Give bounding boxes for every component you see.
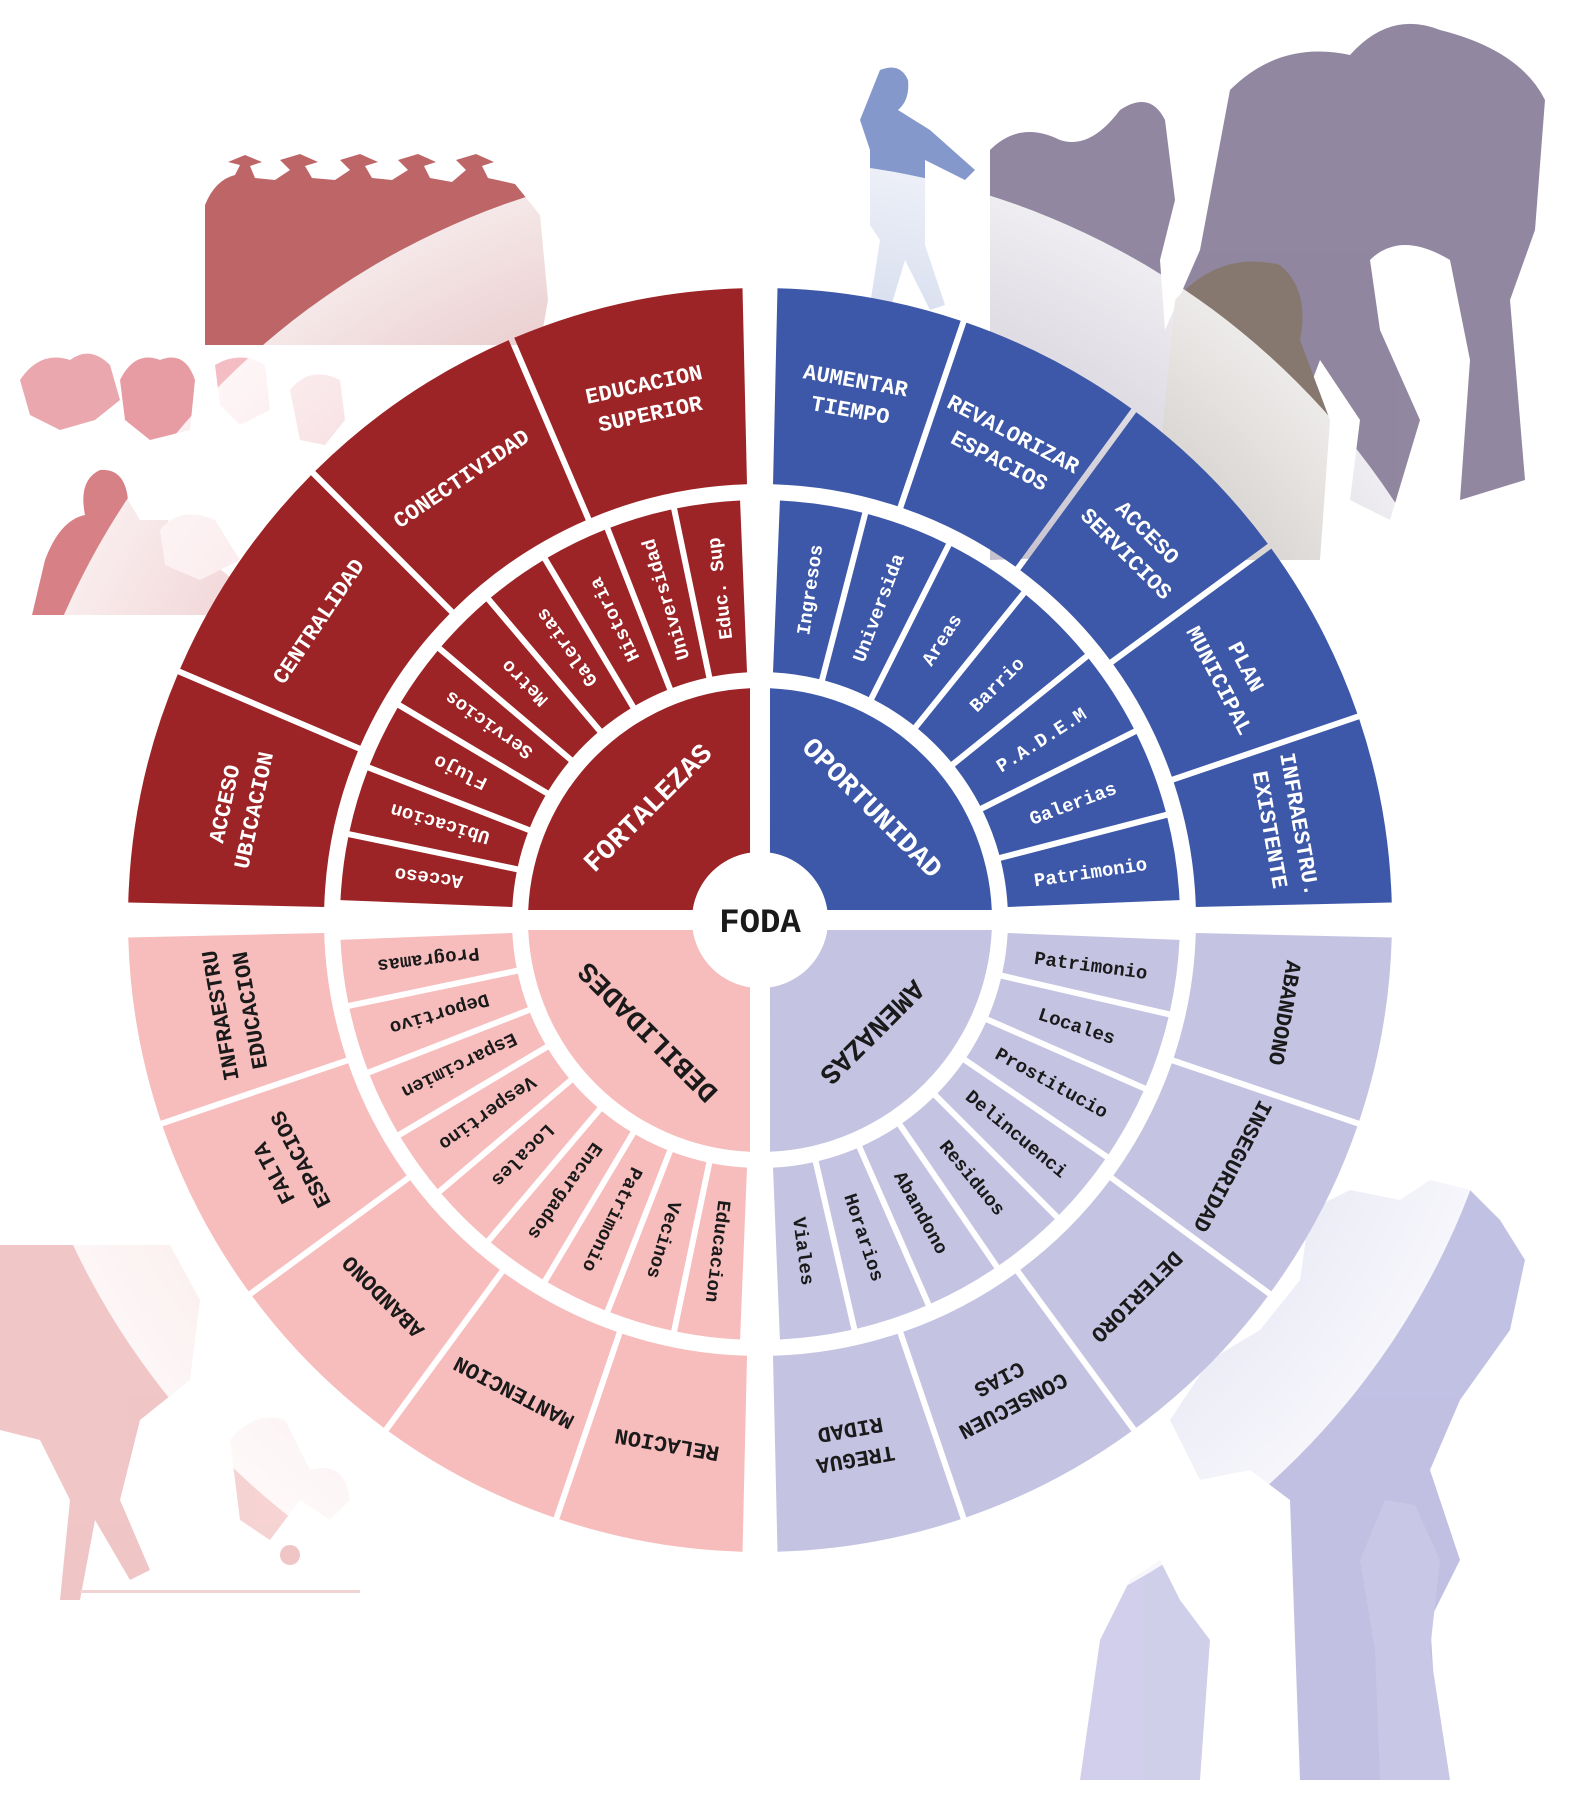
middle-segment[interactable] (441, 601, 598, 758)
outer-segment[interactable] (388, 1273, 617, 1518)
quadrant-amenazas: AMENAZASPatrimonioLocalesProstitucioDeli… (769, 929, 1392, 1552)
middle-segment[interactable] (369, 707, 546, 828)
middle-segment[interactable] (874, 546, 1022, 726)
middle-segment[interactable] (966, 1022, 1144, 1155)
middle-segment[interactable] (982, 733, 1166, 855)
middle-segment[interactable] (988, 978, 1169, 1086)
quadrant-debilidades: DEBILIDADESEducacionVecinosPatrimonioEnc… (128, 929, 751, 1552)
foda-wheel: FORTALEZASAccesoUbicacionFlujoServiciosM… (128, 288, 1392, 1552)
middle-segment[interactable] (954, 658, 1134, 806)
middle-segment[interactable] (862, 1126, 995, 1304)
middle-segment[interactable] (400, 1049, 569, 1190)
middle-segment[interactable] (400, 650, 569, 791)
middle-segment[interactable] (825, 514, 947, 698)
outer-segment[interactable] (1173, 719, 1392, 908)
outer-segment[interactable] (252, 1180, 500, 1428)
middle-segment[interactable] (349, 770, 528, 867)
middle-segment[interactable] (937, 1062, 1106, 1215)
outer-segment[interactable] (903, 322, 1132, 567)
middle-segment[interactable] (1000, 817, 1180, 908)
outer-segment[interactable] (1113, 1063, 1358, 1292)
outer-segment[interactable] (128, 674, 358, 908)
outer-segment[interactable] (1173, 932, 1392, 1121)
middle-segment[interactable] (610, 509, 707, 688)
middle-segment[interactable] (441, 1082, 598, 1239)
outer-segment[interactable] (128, 932, 347, 1121)
core-segment-oportunidades[interactable] (769, 688, 992, 911)
core-segment-debilidades[interactable] (528, 929, 751, 1152)
middle-segment[interactable] (772, 1162, 852, 1340)
middle-segment[interactable] (340, 837, 517, 908)
middle-segment[interactable] (818, 1148, 926, 1329)
middle-segment[interactable] (772, 500, 863, 680)
outer-segment[interactable] (772, 288, 961, 507)
middle-segment[interactable] (902, 1097, 1055, 1266)
center-disk (692, 852, 828, 988)
middle-segment[interactable] (918, 595, 1085, 762)
middle-segment[interactable] (369, 1012, 546, 1133)
middle-segment[interactable] (547, 529, 668, 706)
outer-segment[interactable] (559, 1333, 748, 1552)
outer-segment[interactable] (514, 288, 748, 518)
outer-segment[interactable] (1020, 1180, 1268, 1428)
middle-segment[interactable] (677, 500, 748, 677)
middle-segment[interactable] (490, 560, 631, 729)
center-title: FODA (719, 905, 801, 943)
outer-segment[interactable] (772, 1333, 961, 1552)
middle-segment[interactable] (610, 1152, 707, 1331)
outer-segment[interactable] (162, 1063, 407, 1292)
middle-segment[interactable] (340, 932, 517, 1003)
outer-segment[interactable] (1113, 548, 1358, 777)
outer-segment[interactable] (1020, 412, 1268, 660)
outer-segment[interactable] (180, 475, 450, 746)
core-segment-amenazas[interactable] (769, 929, 992, 1152)
outer-segment[interactable] (315, 340, 586, 610)
middle-segment[interactable] (349, 973, 528, 1070)
middle-segment[interactable] (547, 1134, 668, 1311)
middle-segment[interactable] (677, 1163, 748, 1340)
crowd-silhouette (1080, 1180, 1525, 1780)
middle-segment[interactable] (490, 1111, 631, 1280)
quadrant-fortalezas: FORTALEZASAccesoUbicacionFlujoServiciosM… (128, 288, 751, 911)
outer-segment[interactable] (903, 1273, 1132, 1518)
core-segment-fortalezas[interactable] (528, 688, 751, 911)
middle-segment[interactable] (1002, 932, 1180, 1012)
